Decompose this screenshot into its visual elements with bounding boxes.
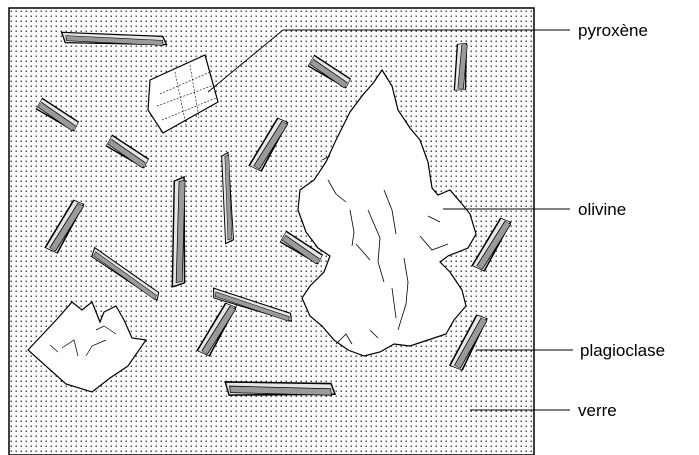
label-verre: verre	[578, 401, 617, 420]
label-olivine: olivine	[578, 200, 626, 219]
label-plagioclase: plagioclase	[580, 341, 665, 360]
label-pyroxene: pyroxène	[578, 21, 648, 40]
